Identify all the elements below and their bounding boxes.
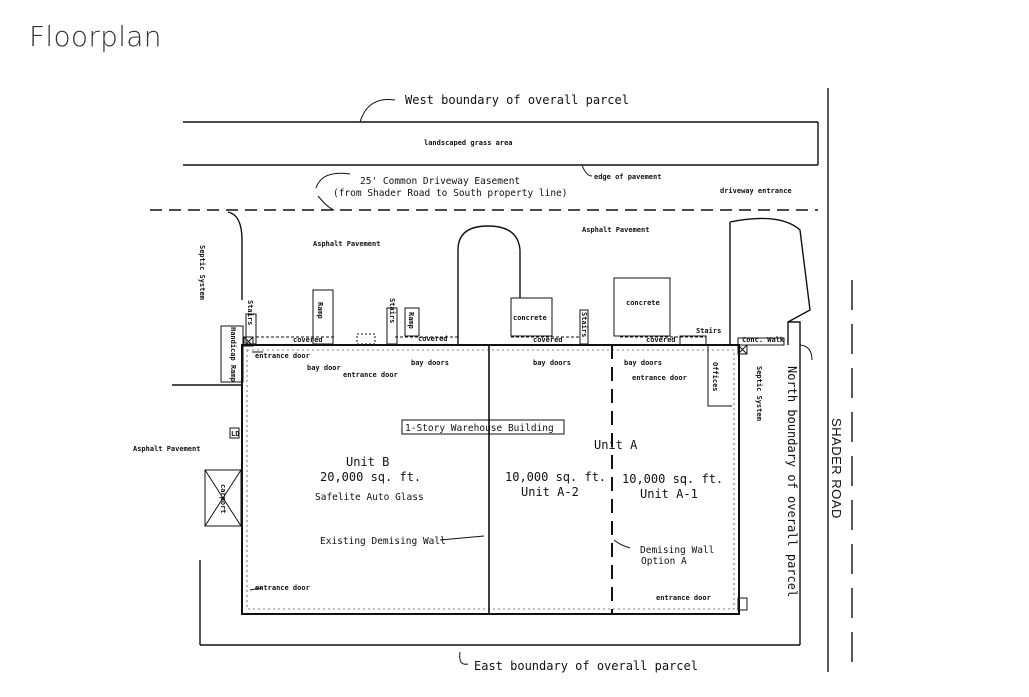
existing-wall-label: Existing Demising Wall <box>320 536 446 547</box>
bay-doors-label-3: bay doors <box>624 359 662 367</box>
covered-label-2: covered <box>418 335 448 343</box>
shader-road-label: SHADER ROAD <box>829 418 844 519</box>
option-a-label: Option A <box>641 556 687 567</box>
covered-label-3: covered <box>533 336 563 344</box>
asphalt-label-3: Asphalt Pavement <box>133 445 200 453</box>
driveway-entrance-label: driveway entrance <box>720 187 792 195</box>
asphalt-label-1: Asphalt Pavement <box>313 240 380 248</box>
parcel-lines <box>150 88 853 672</box>
stairs-label-2: Stairs <box>388 298 396 323</box>
driveway-curves <box>227 211 811 345</box>
demising-wall-label: Demising Wall <box>640 545 714 556</box>
north-boundary-label: North boundary of overall parcel <box>785 366 799 597</box>
conc-walk-label: Conc. Walk <box>742 336 785 344</box>
bay-doors-label-2: bay doors <box>533 359 571 367</box>
east-boundary-label: East boundary of overall parcel <box>474 659 698 673</box>
unit-a1-area: 10,000 sq. ft. <box>622 472 723 486</box>
landscaped-label: landscaped grass area <box>424 139 513 147</box>
unit-a1-name: Unit A-1 <box>640 487 698 501</box>
carport-label: carport <box>219 484 227 514</box>
unit-a2-name: Unit A-2 <box>521 485 579 499</box>
entrance-door-label-2: entrance door <box>343 371 398 379</box>
covered-label-4: covered <box>646 336 676 344</box>
offices-label: Offices <box>711 362 719 392</box>
covered-label-1: covered <box>293 336 323 344</box>
stairs-label-3: Stairs <box>580 312 588 337</box>
unit-b-label: Unit B <box>346 455 389 469</box>
unit-b-tenant: Safelite Auto Glass <box>315 492 424 503</box>
septic-left-label: Septic System <box>198 245 206 300</box>
easement-label-2: (from Shader Road to South property line… <box>333 188 568 199</box>
unit-b-area: 20,000 sq. ft. <box>320 470 421 484</box>
building-label: 1-Story Warehouse Building <box>405 423 554 434</box>
bay-door-label: bay door <box>307 364 341 372</box>
stairs-label-1: Stairs <box>246 300 254 325</box>
stairs-label-4: Stairs <box>696 327 721 335</box>
entrance-door-label-1: entrance door <box>255 352 310 360</box>
leader-lines <box>249 98 813 665</box>
bay-doors-label-1: bay doors <box>411 359 449 367</box>
ld-label: LD <box>231 430 239 438</box>
concrete-label-2: concrete <box>626 299 660 307</box>
unit-a2-area: 10,000 sq. ft. <box>505 470 606 484</box>
concrete-label-1: concrete <box>513 314 547 322</box>
handicap-ramp-label: Handicap Ramp <box>229 327 237 382</box>
ramp-label-1: Ramp <box>316 302 324 319</box>
ramp-label-2: Ramp <box>407 312 415 329</box>
septic-right-label: Septic System <box>755 366 763 421</box>
edge-pavement-label: edge of pavement <box>594 173 661 181</box>
warehouse-building <box>241 344 740 615</box>
entrance-door-label-4: entrance door <box>255 584 310 592</box>
easement-label-1: 25' Common Driveway Easement <box>360 176 520 187</box>
page-title: Floorplan <box>29 20 162 53</box>
site-features <box>204 277 785 611</box>
entrance-door-label-5: entrance door <box>656 594 711 602</box>
asphalt-label-2: Asphalt Pavement <box>582 226 649 234</box>
west-boundary-label: West boundary of overall parcel <box>405 93 629 107</box>
unit-a-label: Unit A <box>594 438 638 452</box>
entrance-door-label-3: entrance door <box>632 374 687 382</box>
